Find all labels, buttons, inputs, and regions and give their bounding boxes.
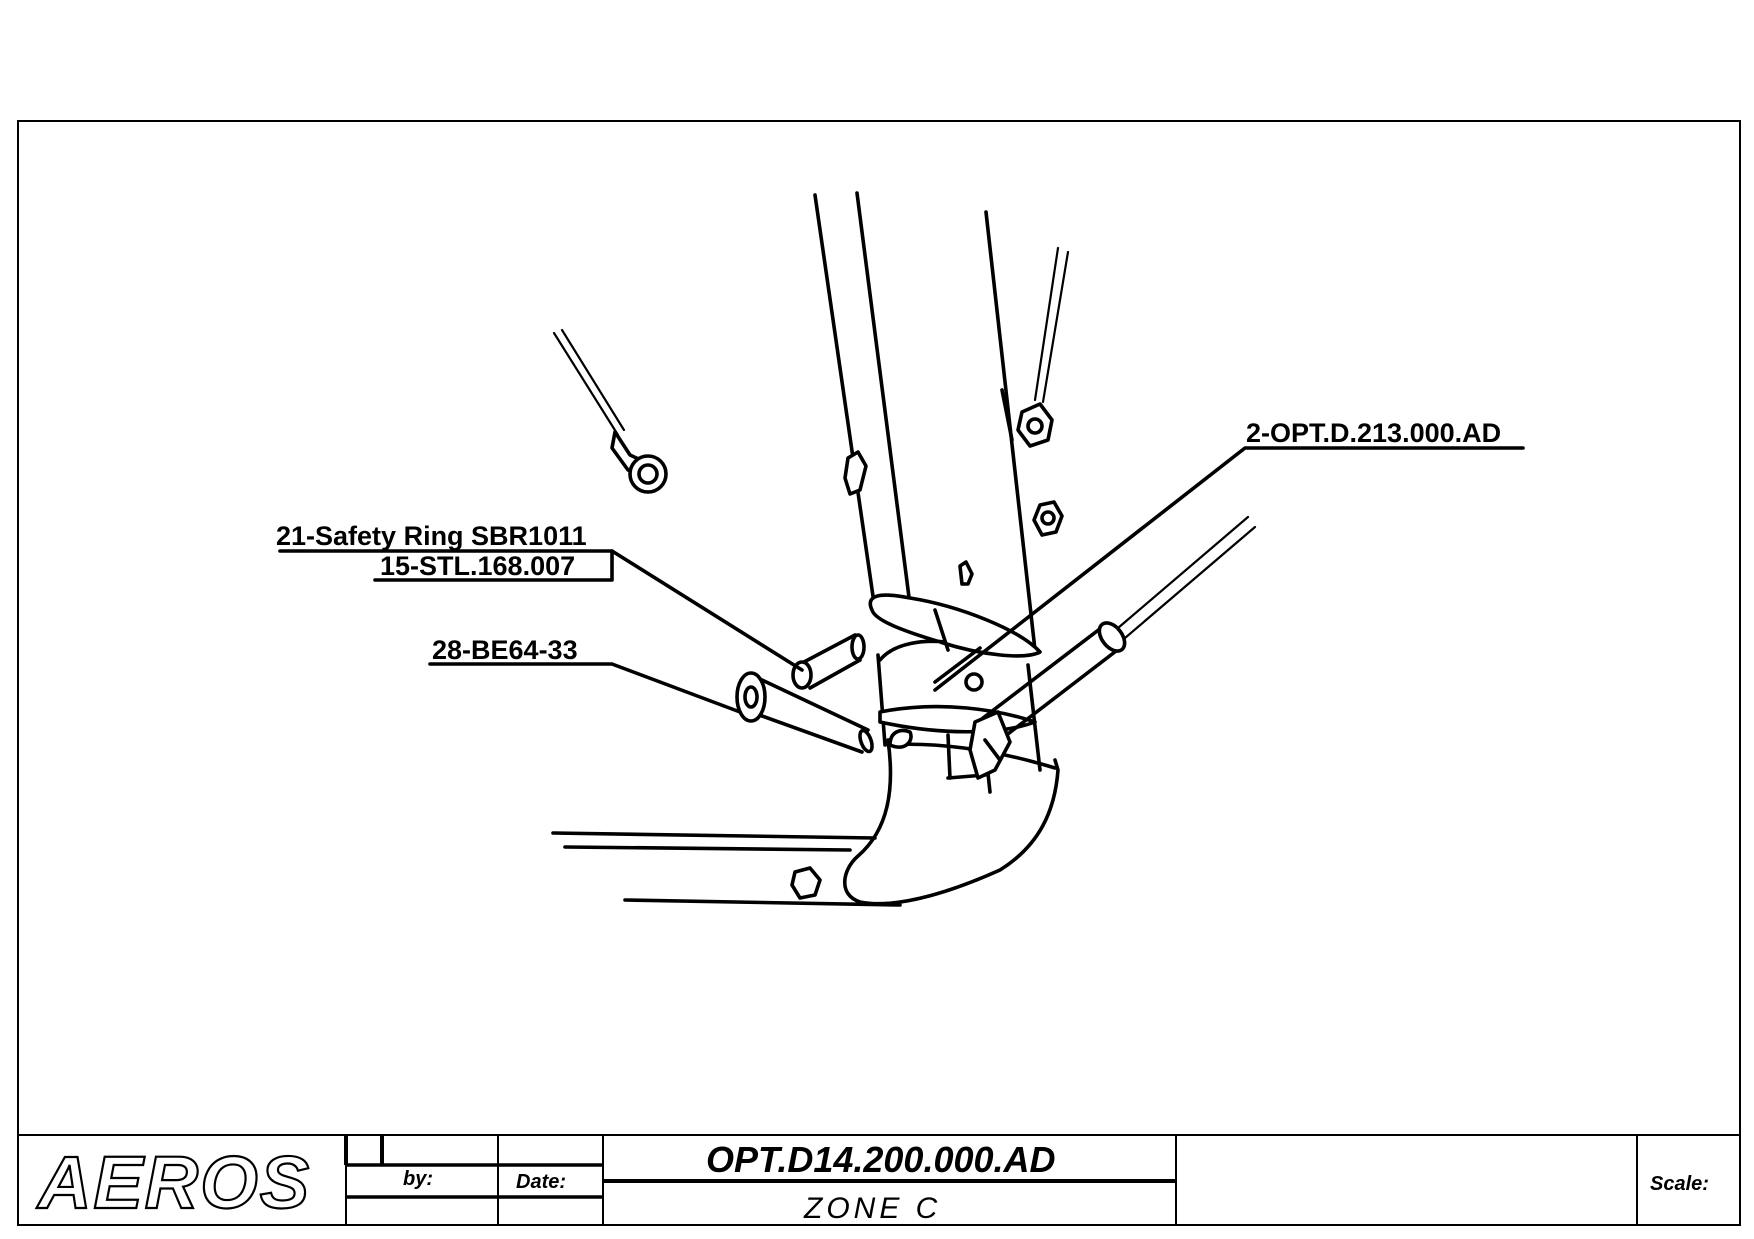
callout-be64: 28-BE64-33 <box>432 635 578 665</box>
assembly-drawing: 21-Safety Ring SBR1011 15-STL.168.007 28… <box>276 191 1525 907</box>
by-label: by: <box>403 1168 433 1190</box>
title-block: AEROS by: Date: OPT.D14.200.000.AD ZONE … <box>17 1134 1741 1226</box>
right-cable-terminal <box>1016 246 1070 448</box>
hex-nut-icon <box>790 866 822 900</box>
date-label: Date: <box>516 1171 566 1193</box>
callout-opt213: 2-OPT.D.213.000.AD <box>1246 418 1501 448</box>
left-cable-terminal <box>552 328 668 494</box>
safety-ring-pin <box>791 633 866 690</box>
callout-stl: 15-STL.168.007 <box>380 551 575 581</box>
leader-lines <box>278 446 1525 714</box>
callout-safety-ring: 21-Safety Ring SBR1011 <box>276 521 587 551</box>
pin-be64 <box>735 671 874 754</box>
sleeve-tube <box>876 639 1042 772</box>
scale-label: Scale: <box>1650 1173 1709 1195</box>
zone-label: ZONE C <box>803 1192 941 1225</box>
company-logo: AEROS <box>36 1141 311 1224</box>
drawing-number: OPT.D14.200.000.AD <box>706 1139 1056 1180</box>
vertical-tube <box>813 191 1064 652</box>
elbow-fitting <box>843 728 1060 906</box>
diagonal-brace <box>968 515 1257 780</box>
horizontal-tube <box>551 831 902 907</box>
